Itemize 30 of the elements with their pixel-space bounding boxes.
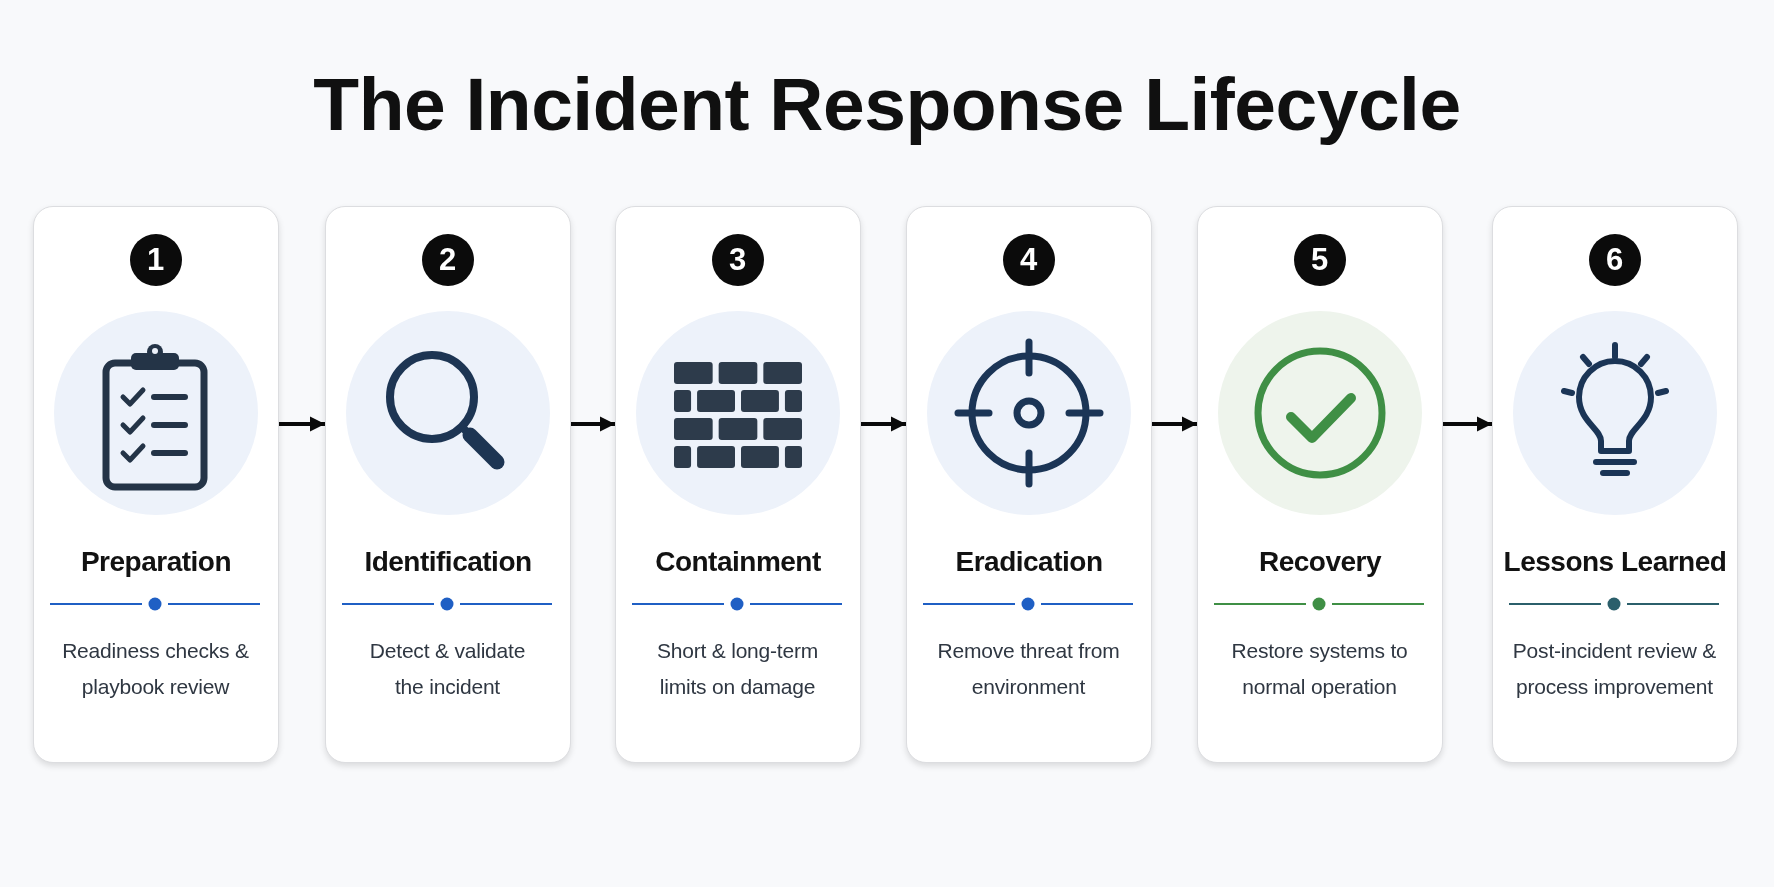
arrow [571, 416, 615, 432]
arrow [279, 416, 325, 432]
step-number: 2 [421, 234, 474, 286]
step-number: 6 [1588, 234, 1641, 286]
step-card [325, 206, 571, 763]
arrow [1443, 416, 1492, 432]
step-description: Post-incident review & process improvement [1511, 638, 1718, 700]
step-number: 4 [1002, 234, 1055, 286]
step-title: Containment [654, 545, 822, 579]
arrow [1152, 416, 1197, 432]
step-card [1492, 206, 1738, 763]
step-description: Restore systems to normal operation [1230, 638, 1409, 700]
step-card [33, 206, 279, 763]
step-card [906, 206, 1152, 763]
step-title: Preparation [79, 545, 233, 579]
step-number: 1 [129, 234, 182, 286]
step-number: 3 [711, 234, 764, 286]
step-title: Eradication [954, 545, 1104, 579]
step-description: Remove threat from environment [936, 638, 1121, 700]
step-title: Identification [363, 545, 533, 579]
step-description: Readiness checks & playbook review [61, 638, 250, 700]
step-description: Short & long-term limits on damage [655, 638, 820, 700]
diagram-title: The Incident Response Lifecycle [312, 61, 1462, 148]
arrow [861, 416, 906, 432]
step-card [615, 206, 861, 763]
step-title: Lessons Learned [1502, 545, 1728, 579]
step-card [1197, 206, 1443, 763]
step-description: Detect & validate the incident [368, 638, 527, 700]
step-title: Recovery [1257, 545, 1383, 579]
step-number: 5 [1293, 234, 1346, 286]
